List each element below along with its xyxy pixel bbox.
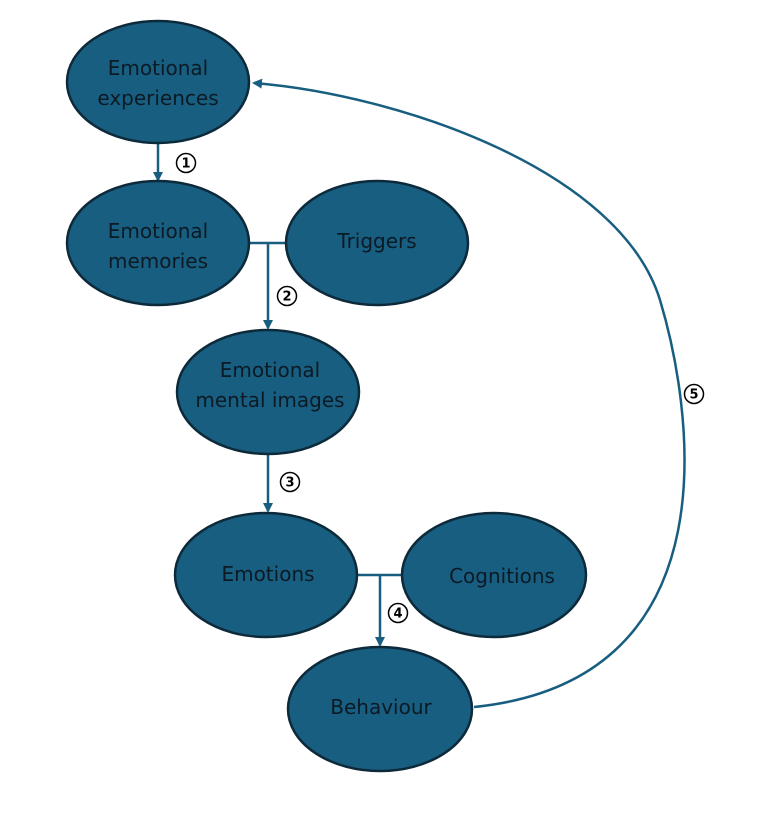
- node-label-line: Emotional: [108, 56, 208, 80]
- step-marker-2: 2: [276, 285, 298, 307]
- node-label-line: experiences: [97, 86, 218, 110]
- node-emotional-memories: Emotional memories: [65, 179, 251, 307]
- node-emotions: Emotions: [173, 511, 359, 639]
- node-behaviour: Behaviour: [286, 645, 474, 773]
- node-triggers: Triggers: [284, 179, 470, 307]
- node-label-line: Emotional: [220, 358, 320, 382]
- step-marker-1: 1: [175, 152, 197, 174]
- step-number: 5: [689, 388, 698, 403]
- step-number: 3: [285, 476, 294, 491]
- node-cognitions: Cognitions: [400, 511, 588, 639]
- node-label-line: Cognitions: [449, 564, 555, 588]
- node-label-line: mental images: [195, 388, 344, 412]
- edge-5-feedback-arrow: [252, 78, 686, 709]
- step-marker-4: 4: [387, 602, 409, 624]
- node-label-line: memories: [108, 249, 208, 273]
- node-label-line: Emotions: [221, 562, 314, 586]
- step-number: 1: [181, 157, 190, 172]
- step-marker-3: 3: [279, 471, 301, 493]
- step-number: 4: [393, 607, 402, 622]
- node-emotional-experiences: Emotional experiences: [65, 19, 251, 145]
- node-label-line: Behaviour: [330, 695, 432, 719]
- node-label-line: Emotional: [108, 219, 208, 243]
- node-label-line: Triggers: [336, 229, 416, 253]
- node-emotional-mental-images: Emotional mental images: [175, 328, 361, 456]
- step-number: 2: [282, 290, 291, 305]
- step-marker-5: 5: [683, 383, 705, 405]
